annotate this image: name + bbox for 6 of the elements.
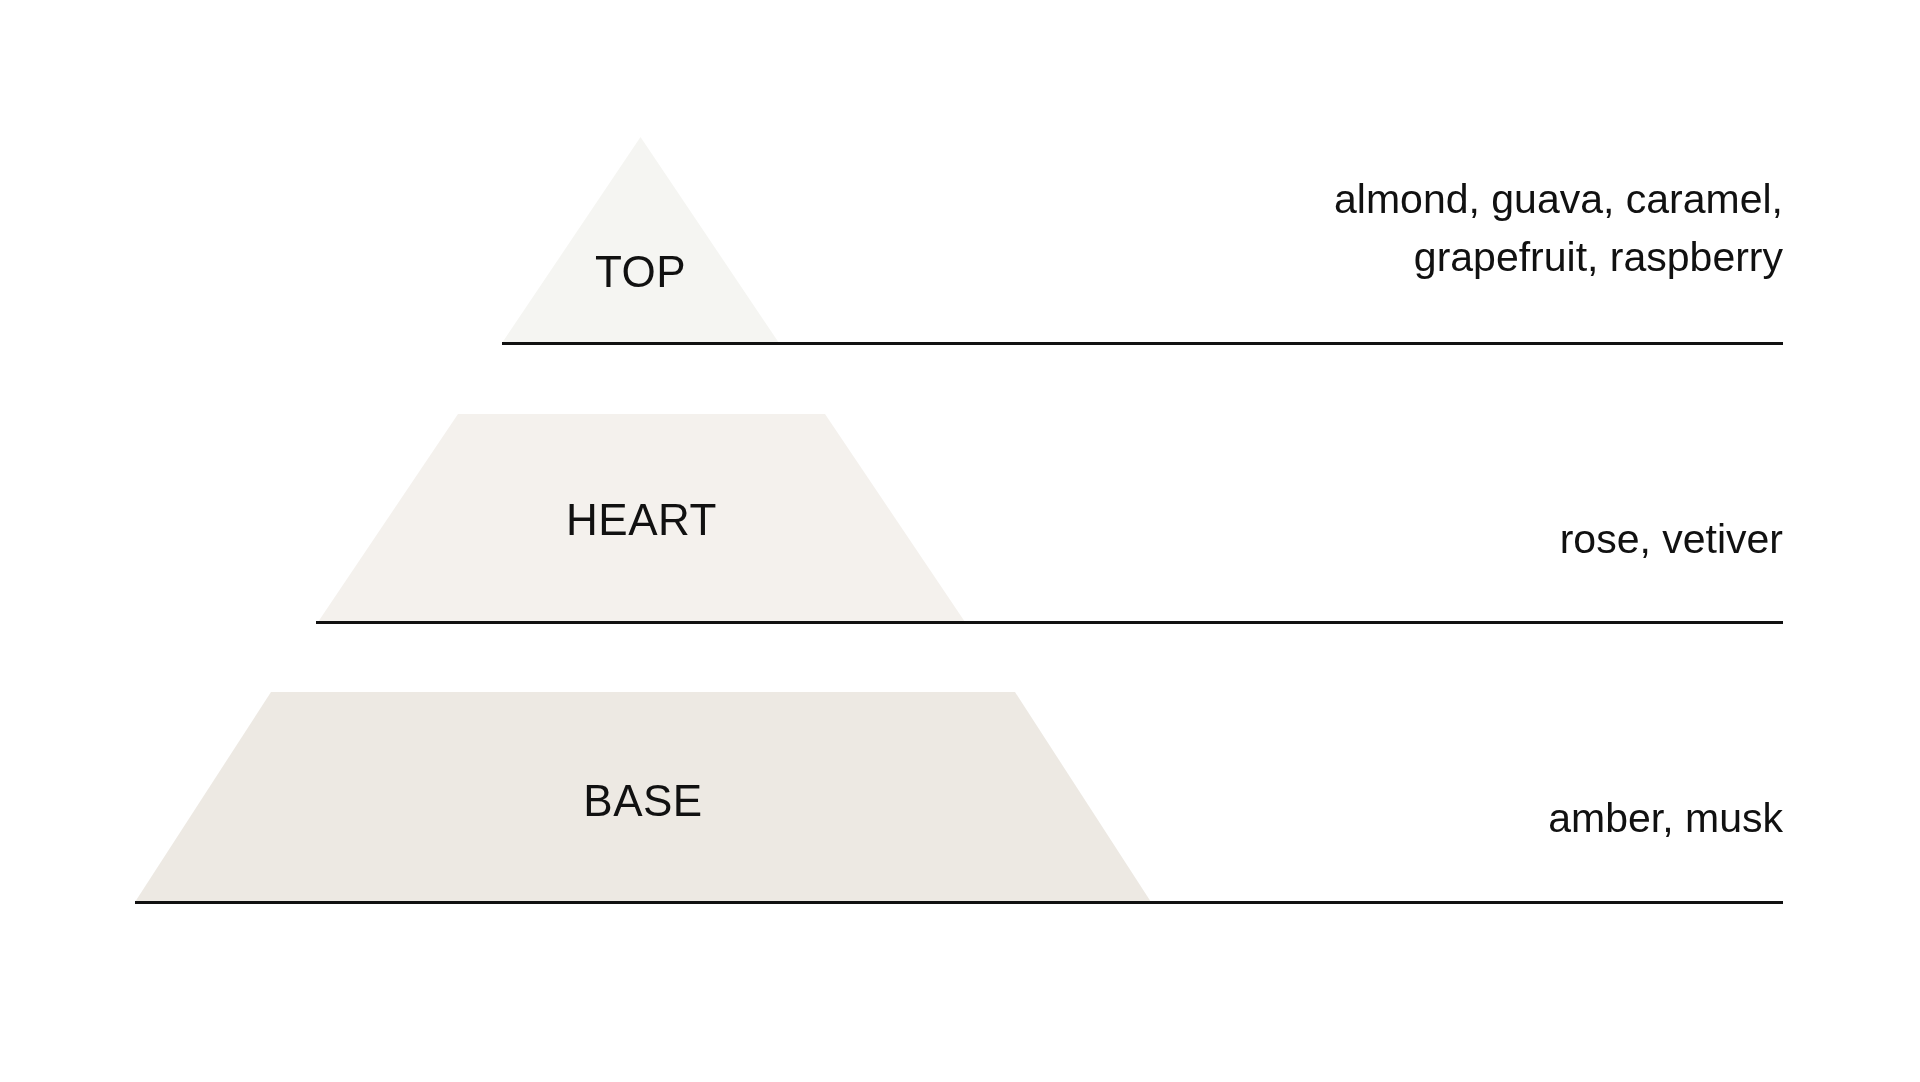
layer-label: TOP — [594, 247, 687, 297]
notes-text: almond, guava, caramel, grapefruit, raspberry — [1333, 175, 1783, 282]
layer-label: BASE — [583, 776, 703, 826]
layer-label: HEART — [566, 495, 717, 545]
notes-text: amber, musk — [1547, 794, 1783, 843]
notes-text: rose, vetiver — [1558, 515, 1783, 564]
